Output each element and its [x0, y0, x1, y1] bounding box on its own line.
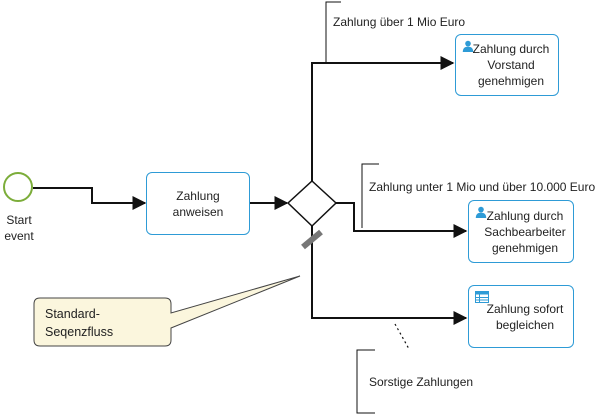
start-event[interactable]	[3, 172, 33, 202]
flow-gateway-to-sachbearbeiter	[336, 202, 468, 238]
task-zahlung-anweisen[interactable]: Zahlung anweisen	[146, 172, 250, 235]
user-icon	[475, 206, 487, 222]
annotation-association-sonstige	[394, 323, 410, 350]
default-flow-marker	[301, 229, 323, 250]
flow-gateway-to-sofort	[311, 226, 468, 325]
exclusive-gateway	[286, 179, 338, 228]
task-sachbearbeiter-genehmigen[interactable]: Zahlung durch Sachbearbeiter genehmigen	[468, 200, 574, 263]
annotation-bracket-unter-1-mio	[361, 163, 379, 228]
task-vorstand-genehmigen[interactable]: Zahlung durch Vorstand genehmigen	[455, 34, 559, 96]
task-vorstand-label: Zahlung durch Vorstand genehmigen	[472, 42, 550, 88]
start-event-label: Start event	[4, 213, 34, 243]
flow-gateway-to-vorstand	[311, 56, 455, 181]
task-sofort-begleichen[interactable]: Zahlung sofort begleichen	[468, 285, 574, 348]
task-sofort-label: Zahlung sofort begleichen	[486, 301, 564, 332]
callout-bubble	[33, 275, 301, 347]
task-sachbearbeiter-label: Zahlung durch Sachbearbeiter genehmigen	[484, 208, 566, 255]
annotation-unter-1-mio: Zahlung unter 1 Mio und über 10.000 Euro	[369, 180, 596, 194]
callout-standard-sequenzfluss: Standard- Seqenzfluss	[45, 307, 114, 339]
table-icon	[475, 291, 489, 307]
annotation-sonstige: Sorstige Zahlungen	[369, 375, 474, 389]
annotation-bracket-sonstige	[356, 349, 375, 414]
annotation-bracket-ueber-1-mio	[325, 1, 341, 62]
user-icon	[462, 40, 474, 56]
task-zahlung-anweisen-label: Zahlung anweisen	[172, 188, 224, 219]
flow-start-to-anweisen	[33, 187, 147, 210]
annotation-ueber-1-mio: Zahlung über 1 Mio Euro	[333, 15, 466, 29]
